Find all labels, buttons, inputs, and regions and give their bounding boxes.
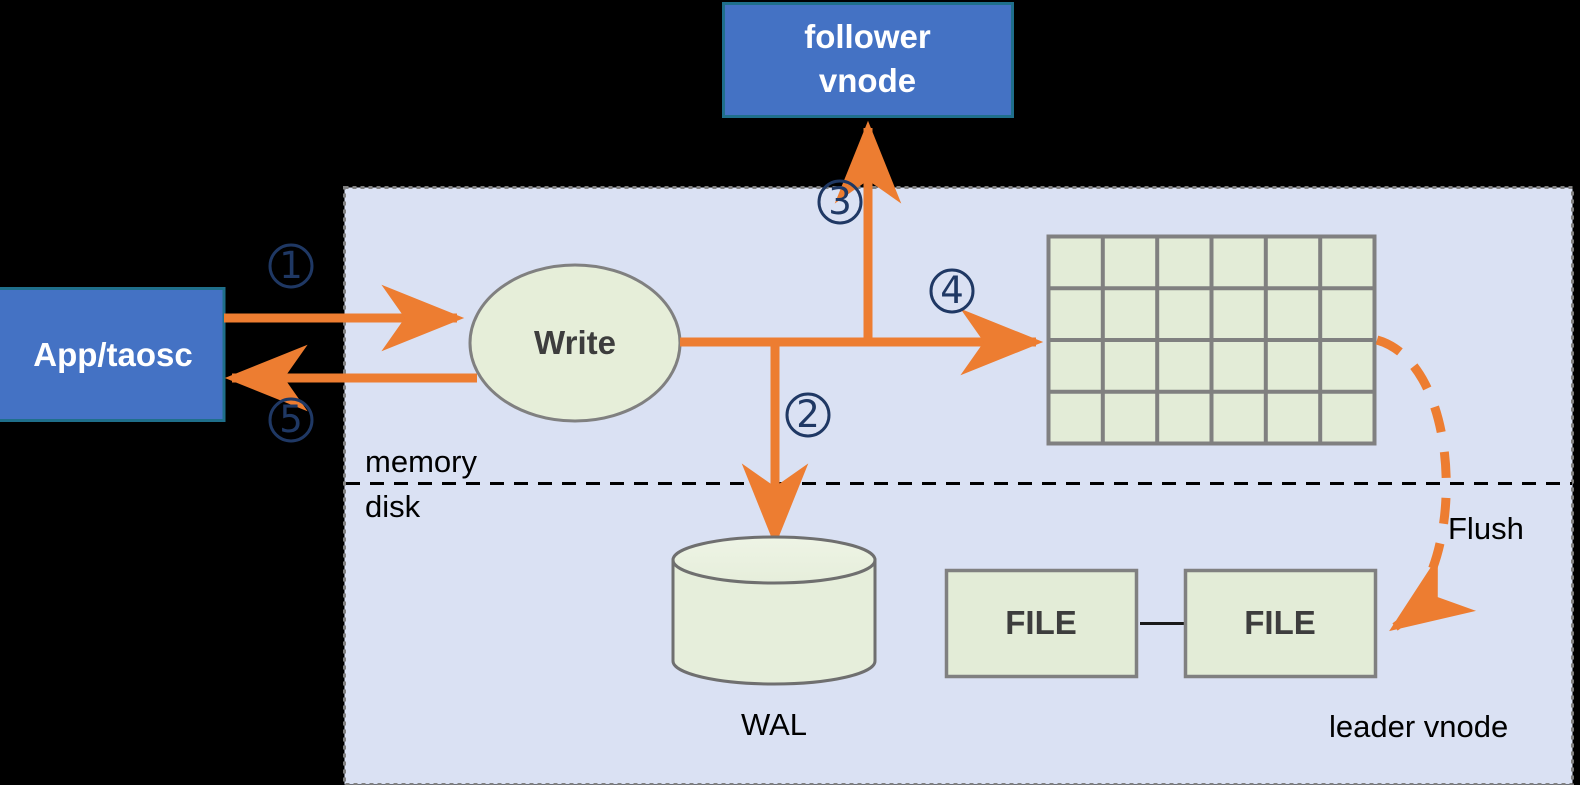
app-taosc-box[interactable]	[0, 287, 226, 422]
step-2-circle	[785, 392, 831, 438]
step-3-circle	[817, 179, 863, 225]
flush-arrow	[1375, 335, 1477, 632]
step-4-circle	[929, 268, 975, 314]
step-1-circle	[268, 243, 314, 289]
follower-vnode-box[interactable]	[722, 2, 1014, 118]
write-node[interactable]	[468, 263, 682, 423]
file-box-1[interactable]	[944, 568, 1139, 679]
file-box-2[interactable]	[1183, 568, 1378, 679]
memory-table-grid	[1046, 234, 1377, 446]
wal-cylinder[interactable]	[671, 535, 877, 686]
step-5-circle	[268, 397, 314, 443]
